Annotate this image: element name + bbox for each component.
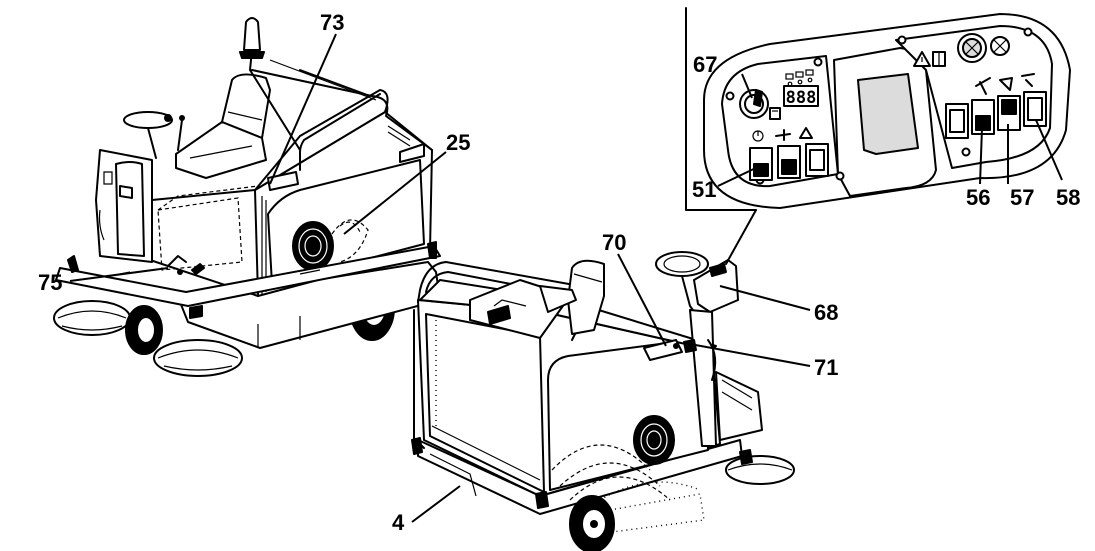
rocker-switch-main-left[interactable] [945,103,969,139]
callout-labels: 73 25 75 67 51 56 57 58 70 68 71 4 [38,10,1080,535]
side-brush-front [153,339,243,377]
control-panel-inset: 888 [685,7,1071,265]
filter-shaker-icon [999,77,1013,91]
rocker-switch-56[interactable] [971,99,995,135]
rocker-switch-beacon[interactable] [805,143,829,177]
rocker-switch-51[interactable] [749,147,773,181]
brush-icon [975,77,991,95]
beacon-icon [799,127,813,139]
display-digits: 888 [786,88,817,108]
right-fan-grille [633,415,675,465]
battery-icon [785,69,814,87]
leader-lines [69,33,1063,523]
horn-icon [775,129,791,141]
fuel-pump-icon [769,107,781,120]
right-sweeper-machine [411,251,795,551]
callout-68: 68 [814,300,838,325]
rocker-switch-horn[interactable] [777,145,801,179]
callout-51: 51 [692,177,716,202]
vacuum-fan-icon [1021,73,1035,87]
callout-57: 57 [1010,185,1034,210]
callout-67: 67 [693,52,717,77]
main-switch-knob[interactable] [990,36,1010,56]
left-sweeper-machine [53,17,441,377]
right-seat [567,259,605,335]
callout-73: 73 [320,10,344,35]
warning-triangle-icon [913,51,931,67]
left-beacon [243,17,261,51]
power-icon [752,130,764,142]
right-side-brush [725,455,795,485]
emergency-stop-button[interactable] [957,33,987,63]
callout-25: 25 [446,130,470,155]
digital-display: 888 [783,85,819,108]
callout-70: 70 [602,230,626,255]
callout-56: 56 [966,185,990,210]
manual-book-icon [932,51,946,67]
rocker-switch-58[interactable] [1023,91,1047,127]
callout-58: 58 [1056,185,1080,210]
callout-71: 71 [814,355,838,380]
key-switch-icon[interactable] [739,89,769,119]
callout-75: 75 [38,270,62,295]
callout-4: 4 [392,510,405,535]
left-seat [221,73,271,139]
